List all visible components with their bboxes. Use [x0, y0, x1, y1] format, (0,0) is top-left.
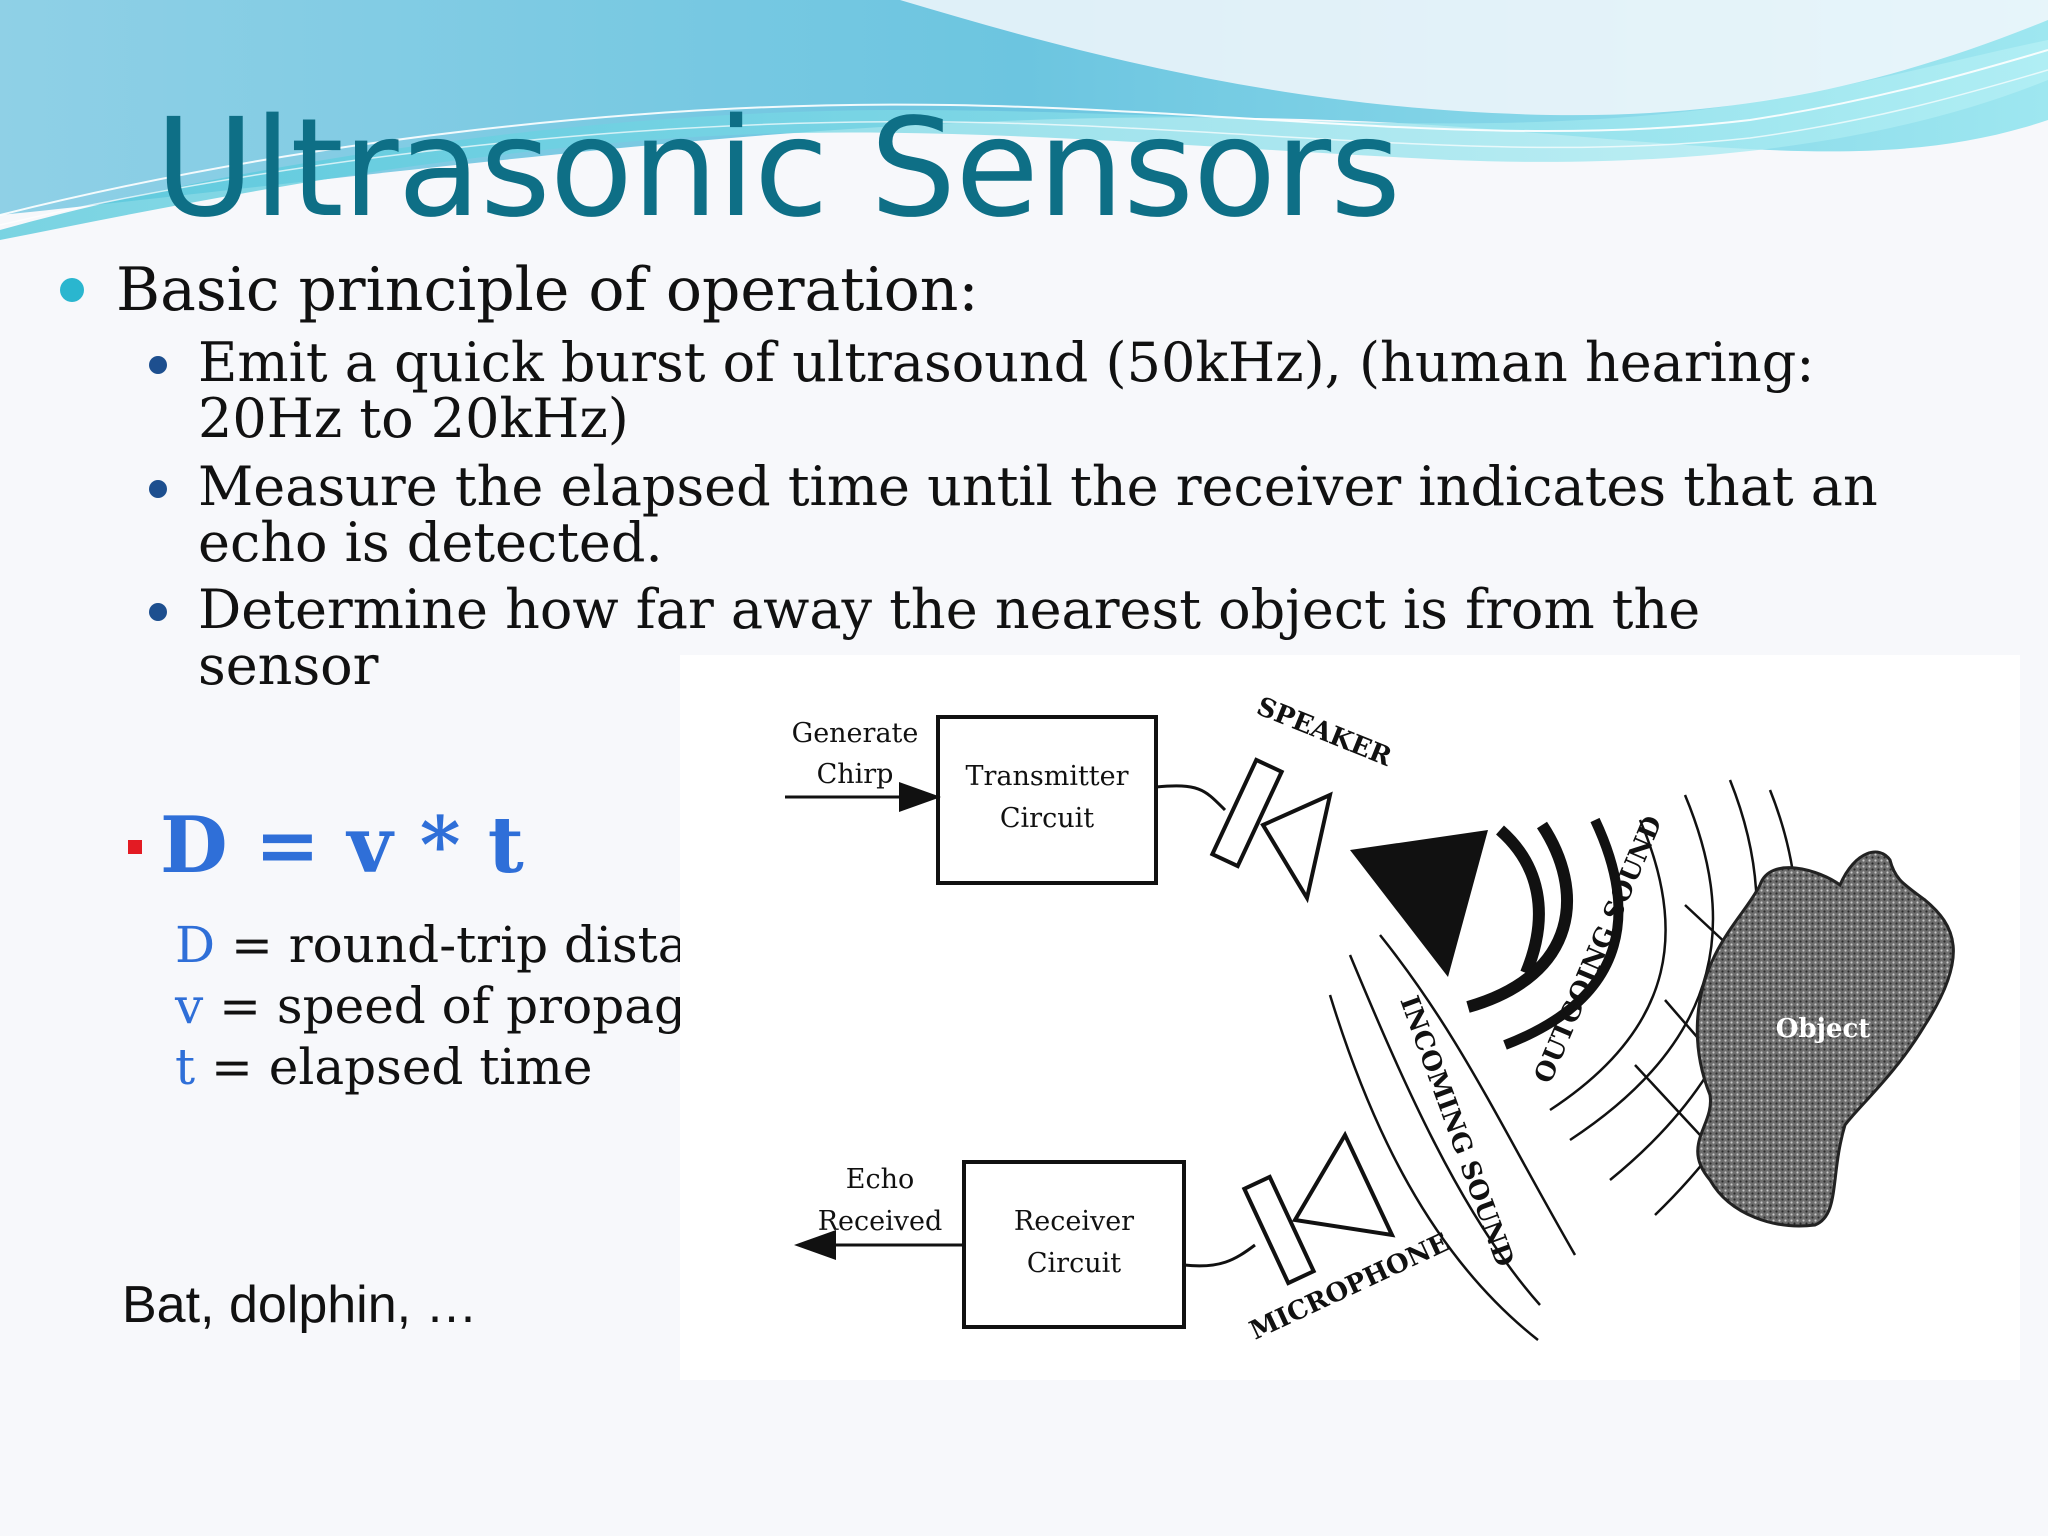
slide-title: Ultrasonic Sensors	[155, 90, 1401, 248]
receiver-label: Circuit	[1027, 1248, 1121, 1279]
definition-var: D	[175, 916, 216, 974]
incoming-sound-label: INCOMING SOUND	[1393, 992, 1519, 1271]
diagram-svg: Generate Chirp Transmitter Circuit SPEAK…	[785, 692, 1955, 1346]
object-label: Object	[1776, 1014, 1871, 1044]
transmitter-wire	[1155, 784, 1227, 812]
bullet-main: Basic principle of operation:	[116, 255, 979, 325]
echo-received-label: Echo	[846, 1164, 914, 1195]
bullet-dot-sub	[149, 356, 167, 374]
receiver-label: Receiver	[1014, 1206, 1134, 1237]
ultrasonic-diagram: Generate Chirp Transmitter Circuit SPEAK…	[680, 655, 2020, 1380]
definition-var: t	[175, 1038, 196, 1096]
receiver-box	[962, 1160, 1186, 1329]
transmitter-box	[936, 715, 1158, 885]
object-shape	[1695, 850, 1955, 1228]
speaker-label: SPEAKER	[1252, 692, 1396, 773]
formula: D = v * t	[160, 800, 524, 891]
transmitter-label: Circuit	[1000, 803, 1094, 834]
sub-bullet: Emit a quick burst of ultrasound (50kHz)…	[198, 331, 1815, 450]
definition-row: t = elapsed time	[175, 1037, 1054, 1098]
echo-received-label: Received	[818, 1206, 943, 1237]
generate-chirp-label: Chirp	[817, 759, 894, 790]
bullet-dot-main	[60, 278, 84, 302]
bullet-dot-sub	[149, 603, 167, 621]
bullet-dot-sub	[149, 480, 167, 498]
square-bullet	[128, 840, 142, 854]
microphone-icon	[1241, 1130, 1396, 1286]
speaker-icon	[1209, 757, 1624, 1050]
sub-bullet: Measure the elapsed time until the recei…	[198, 455, 1878, 574]
definition-text: = elapsed time	[195, 1038, 593, 1096]
header-wave-decoration	[0, 0, 2048, 240]
incoming-sound-waves	[1328, 934, 1577, 1341]
receiver-wire	[1183, 1243, 1256, 1268]
definition-var: v	[175, 977, 204, 1035]
transmitter-label: Transmitter	[965, 761, 1128, 792]
sub-bullet: Determine how far away the nearest objec…	[198, 578, 1701, 697]
examples-text: Bat, dolphin, …	[122, 1276, 478, 1334]
generate-chirp-label: Generate	[792, 718, 919, 749]
